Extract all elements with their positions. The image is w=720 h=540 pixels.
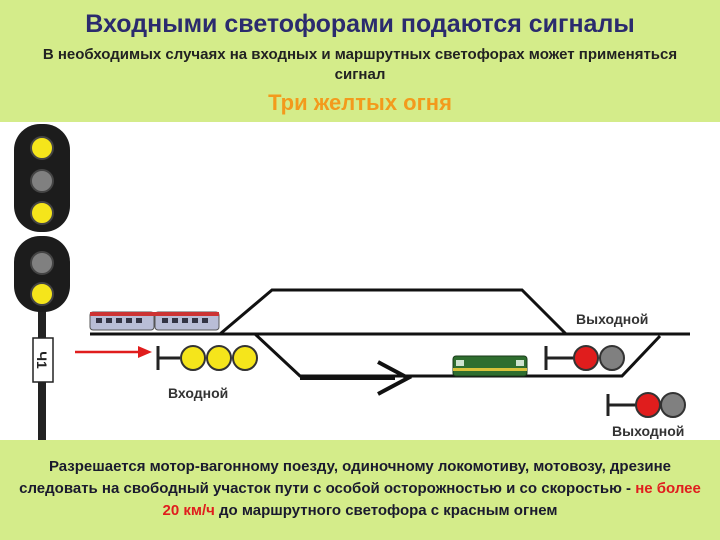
entry-yellow-3 [232, 345, 258, 371]
exit-signal-lower: Выходной [606, 392, 686, 439]
large-signal: Ч1 [14, 124, 70, 440]
locomotive-stripe [453, 368, 527, 371]
footer-text-after: до маршрутного светофора с красным огнем [214, 502, 558, 519]
mast-label: Ч1 [34, 351, 50, 369]
slide-title: Входными светофорами подаются сигналы [85, 10, 635, 38]
route-arrow-head [377, 360, 413, 396]
footer-text: Разрешается мотор-вагонному поезду, один… [10, 456, 710, 522]
approach-arrow [75, 346, 152, 358]
train-stripe [90, 312, 219, 316]
entry-yellow-1 [180, 345, 206, 371]
locomotive-window-1 [456, 360, 464, 366]
exit-lower-dark-light [660, 392, 686, 418]
yellow-light-1 [30, 136, 54, 160]
footer-band [0, 440, 720, 540]
track-diagram: Ч1 Входной [14, 124, 690, 440]
entry-yellow-2 [206, 345, 232, 371]
exit-lower-label: Выходной [612, 423, 684, 439]
entry-signal-label: Входной [168, 385, 228, 401]
header-band [0, 0, 720, 122]
exit-lower-red-light [635, 392, 661, 418]
train-windows [96, 318, 208, 323]
yellow-light-2 [30, 201, 54, 225]
exit-upper-dark-light [599, 345, 625, 371]
exit-upper-red-light [573, 345, 599, 371]
dark-light-1 [30, 169, 54, 193]
exit-signal-upper: Выходной [544, 311, 648, 371]
slide-subtitle: В необходимых случаях на входных и маршр… [42, 46, 678, 83]
yellow-light-3 [30, 282, 54, 306]
dark-light-2 [30, 251, 54, 275]
footer-text-before: Разрешается мотор-вагонному поезду, один… [19, 458, 672, 497]
route-arrow [300, 360, 413, 396]
signal-name: Три желтых огня [268, 90, 452, 115]
mu-train [89, 311, 220, 331]
locomotive [452, 355, 528, 377]
locomotive-window-2 [516, 360, 524, 366]
entry-signal: Входной [156, 345, 258, 401]
red-arrow-head [138, 346, 152, 358]
tracks [90, 288, 690, 378]
speed-limit: не более 20 км/ч [162, 480, 701, 519]
mast-plate [32, 337, 54, 383]
upper-siding [219, 288, 568, 336]
exit-upper-label: Выходной [576, 311, 648, 327]
locomotive-body [452, 355, 528, 377]
